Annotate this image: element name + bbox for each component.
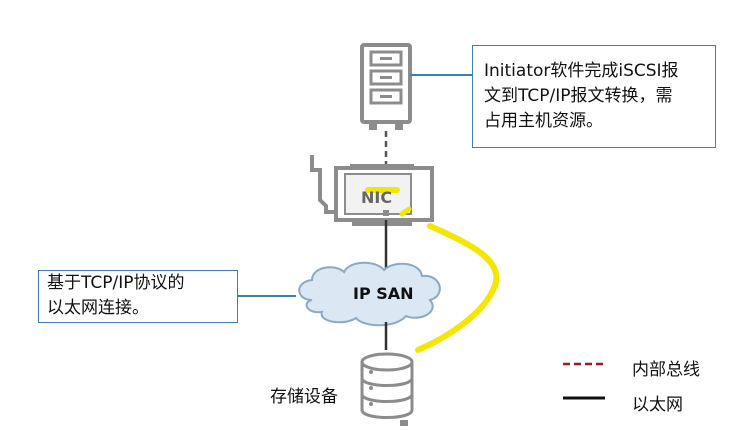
highlight-annotation: [365, 187, 500, 353]
ip-san-cloud: [298, 261, 441, 327]
tcpip-callout: 基于TCP/IP协议的 以太网连接。: [38, 270, 238, 323]
initiator-callout-line-1: Initiator软件完成iSCSI报: [484, 61, 679, 81]
tcpip-callout-line-2: 以太网连接。: [47, 298, 149, 318]
initiator-callout: Initiator软件完成iSCSI报 文到TCP/IP报文转换，需 占用主机资…: [472, 45, 716, 148]
tcpip-callout-line-1: 基于TCP/IP协议的: [47, 273, 185, 293]
legend-ethernet-label: 以太网: [632, 395, 683, 415]
legend-internal-bus-label: 内部总线: [632, 360, 700, 380]
storage-label: 存储设备: [270, 387, 338, 407]
nic-card-icon: [310, 155, 434, 226]
nic-label: NIC: [361, 188, 393, 207]
initiator-callout-line-3: 占用主机资源。: [484, 111, 603, 131]
storage-icon: [360, 352, 414, 426]
ip-san-label: IP SAN: [353, 284, 414, 303]
initiator-callout-line-2: 文到TCP/IP报文转换，需: [484, 86, 673, 106]
server-icon: [360, 43, 412, 130]
